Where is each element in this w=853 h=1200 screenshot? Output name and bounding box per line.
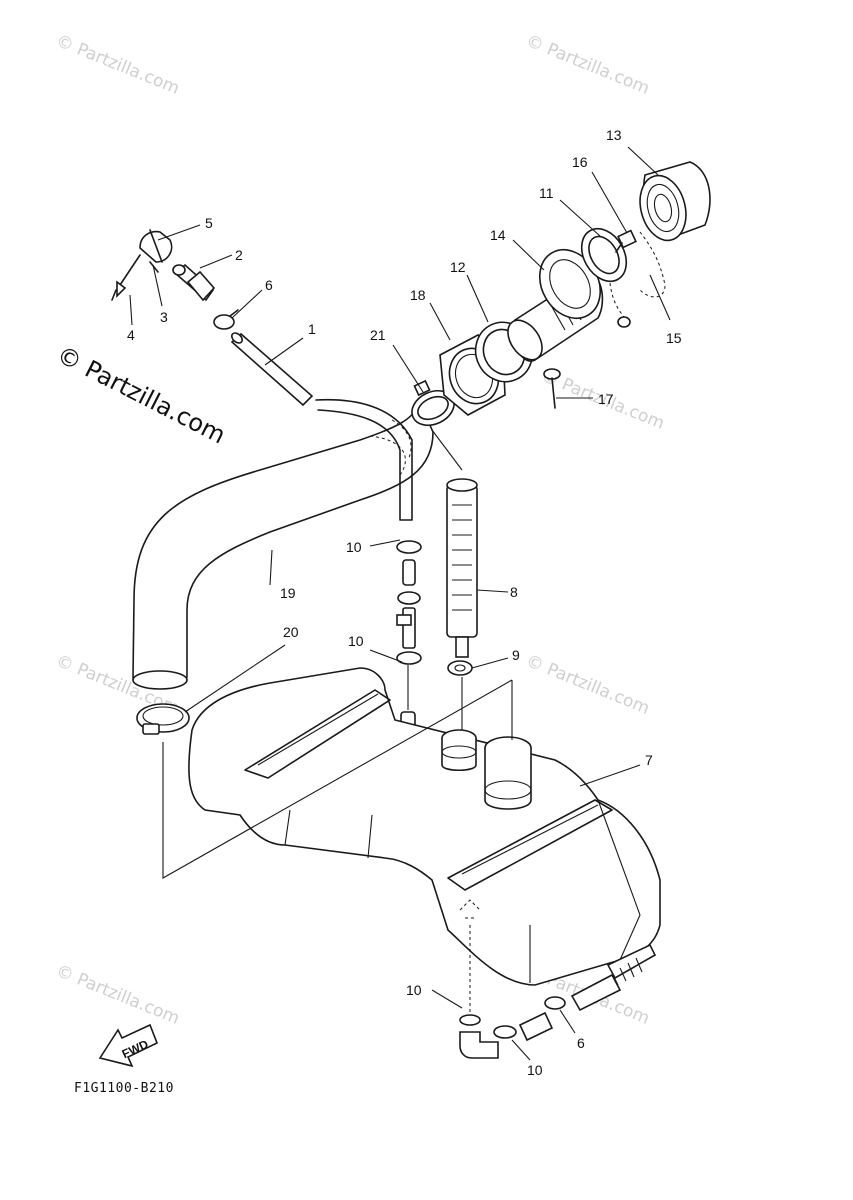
drawing-code: F1G1100-B210 [74, 1081, 174, 1096]
ring-11 [580, 227, 628, 283]
callout-10-d: 10 [527, 1062, 543, 1078]
callout-9: 9 [512, 647, 520, 663]
breather-hose-1 [230, 332, 413, 521]
clip-assembly-3-4-5 [111, 229, 173, 301]
callout-1: 1 [308, 321, 316, 337]
callout-7: 7 [645, 752, 653, 768]
callout-19: 19 [280, 585, 296, 601]
callout-3: 3 [160, 309, 168, 325]
fitting-2 [172, 263, 216, 302]
callout-2: 2 [235, 247, 243, 263]
callout-14: 14 [490, 227, 506, 243]
callout-21: 21 [370, 327, 386, 343]
filler-neck-14 [507, 249, 604, 362]
callout-5: 5 [205, 215, 213, 231]
fuel-cap-13 [639, 161, 711, 242]
callout-6-upper: 6 [265, 277, 273, 293]
callout-13: 13 [606, 127, 622, 143]
callout-4: 4 [127, 327, 135, 343]
fuel-tank-7 [188, 667, 661, 986]
chain-15 [609, 231, 666, 328]
clamp-20 [136, 703, 190, 735]
vent-line-assembly [396, 540, 422, 735]
filler-hose-19 [132, 400, 434, 690]
callout-10-b: 10 [348, 633, 364, 649]
callout-11: 11 [539, 185, 554, 201]
leader-lines [129, 146, 671, 1061]
callout-12: 12 [450, 259, 466, 275]
watermark-top-right: © Partzilla.com [523, 31, 652, 99]
callout-8: 8 [510, 584, 518, 600]
washer-9 [447, 660, 473, 676]
filter-8 [446, 478, 478, 658]
rivet-17 [543, 368, 561, 409]
fwd-arrow-icon: FWD [98, 1023, 159, 1068]
watermark-mid-right-2: © Partzilla.com [523, 651, 652, 719]
callout-10-c: 10 [406, 982, 422, 998]
screw-16 [615, 229, 637, 253]
callout-labels: 1 2 3 4 5 6 7 8 9 10 10 10 10 11 12 13 1… [127, 127, 682, 1078]
watermark-large: © Partzilla.com [52, 340, 230, 449]
callout-18: 18 [410, 287, 426, 303]
watermark-bottom-left: © Partzilla.com [53, 961, 182, 1029]
clamp-6-upper [213, 309, 239, 330]
drain-assembly [459, 925, 657, 1059]
callout-17: 17 [598, 391, 614, 407]
callout-6-lower: 6 [577, 1035, 585, 1051]
callout-20: 20 [283, 624, 299, 640]
alignment-lines [162, 429, 513, 879]
callout-15: 15 [666, 330, 682, 346]
watermark-top-left: © Partzilla.com [53, 31, 182, 99]
callout-10-a: 10 [346, 539, 362, 555]
callout-16: 16 [572, 154, 588, 170]
